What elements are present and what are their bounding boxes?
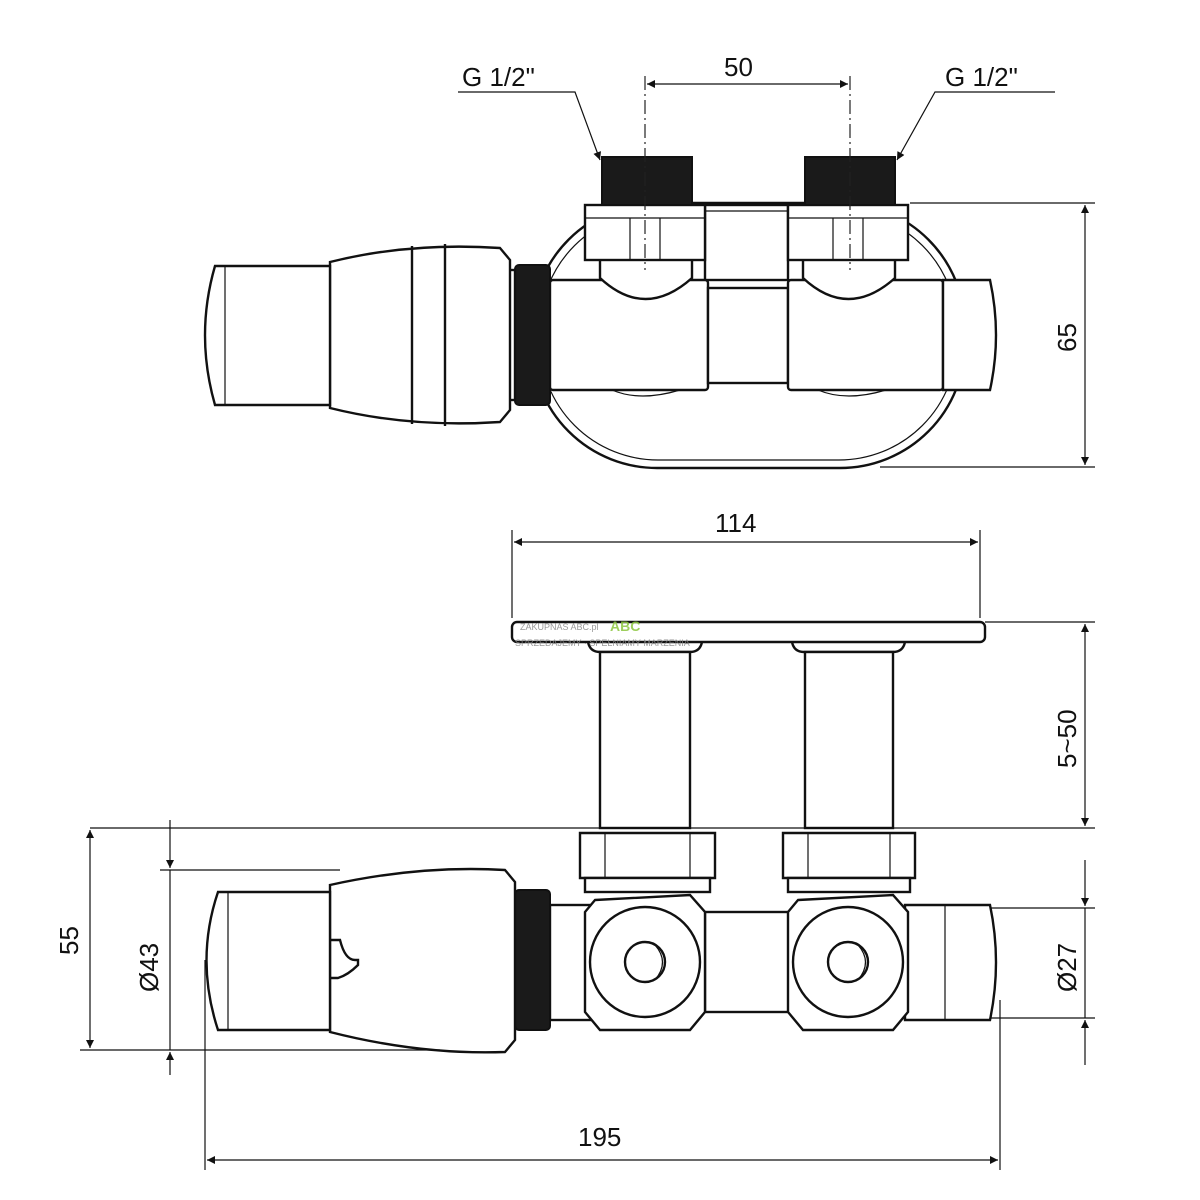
thermostatic-knob	[203, 244, 512, 426]
thread-left-label: G 1/2"	[462, 62, 535, 92]
top-height-label: 65	[1052, 323, 1082, 352]
side-height-label: 55	[54, 926, 84, 955]
elbow-left	[583, 893, 707, 1032]
watermark-logo: ZAKUPNAS ABC.pl ABC SPRZEDAJEMY · SPEŁNI…	[515, 618, 690, 648]
pipe-left	[598, 650, 692, 830]
thread-right-label: G 1/2"	[945, 62, 1018, 92]
spacing-label: 50	[724, 52, 753, 82]
nut-right	[786, 203, 910, 262]
svg-text:ZAKUPNAS ABC.pl: ZAKUPNAS ABC.pl	[520, 622, 599, 632]
svg-text:SPRZEDAJEMY · SPEŁNIAMY MARZEN: SPRZEDAJEMY · SPEŁNIAMY MARZENIA	[515, 638, 690, 648]
top-view: G 1/2" G 1/2" 50 65	[203, 52, 1095, 470]
side-nut-left	[578, 831, 717, 894]
sealing-ring	[514, 264, 551, 406]
elbow-right	[786, 893, 910, 1032]
wall-plate	[510, 620, 987, 644]
pipe-right	[803, 650, 895, 830]
knob-diameter-label: Ø43	[134, 943, 164, 992]
body-diameter-label: Ø27	[1052, 943, 1082, 992]
depth-label: 5~50	[1052, 709, 1082, 768]
total-length-label: 195	[578, 1122, 621, 1152]
side-view: 114 5~50 55 Ø43 Ø27 195	[54, 508, 1095, 1170]
side-nut-right	[781, 831, 917, 894]
plate-width-label: 114	[715, 508, 756, 538]
thread-left	[601, 156, 693, 206]
side-thermostatic-knob	[205, 867, 517, 1054]
svg-text:ABC: ABC	[610, 618, 640, 634]
side-sealing-ring	[514, 889, 551, 1031]
